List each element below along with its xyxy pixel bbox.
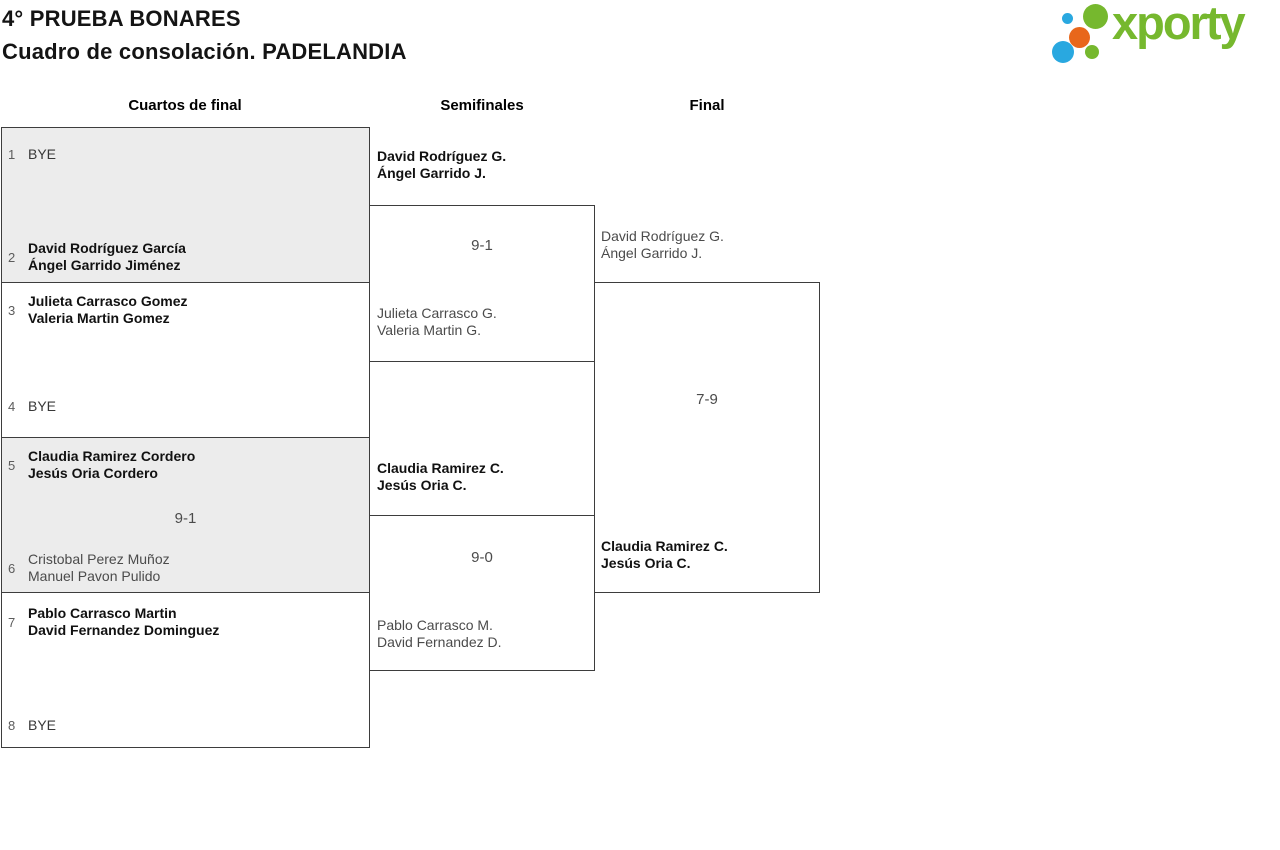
seed-number: 1 [8, 147, 16, 162]
player-name: Valeria Martin Gomez [28, 310, 170, 326]
team-name: Pablo Carrasco Martin David Fernandez Do… [28, 605, 219, 639]
team-slot-sf1-bottom: Julieta Carrasco G. Valeria Martin G. [377, 305, 497, 339]
team-name: Julieta Carrasco Gomez Valeria Martin Go… [28, 293, 188, 327]
team-name: Cristobal Perez Muñoz Manuel Pavon Pulid… [28, 551, 170, 585]
logo-dot-icon [1052, 41, 1074, 63]
bracket-subtitle: Cuadro de consolación. PADELANDIA [2, 39, 407, 64]
team-name: BYE [28, 146, 57, 162]
player-name: Claudia Ramirez C. [601, 538, 728, 554]
tournament-name: 4° PRUEBA BONARES [2, 6, 241, 31]
player-name: Valeria Martin G. [377, 322, 481, 338]
seed-number: 8 [8, 718, 16, 733]
seed-number: 5 [8, 457, 16, 473]
player-name: Jesús Oria Cordero [28, 465, 158, 481]
player-name: David Fernandez D. [377, 634, 502, 650]
match-score-final: 7-9 [696, 391, 718, 408]
seed-number: 7 [8, 614, 16, 630]
player-name: Claudia Ramirez Cordero [28, 448, 196, 464]
team-name: BYE [28, 717, 57, 733]
player-name: David Fernandez Dominguez [28, 622, 220, 638]
team-slot-sf2-top: Claudia Ramirez C. Jesús Oria C. [377, 460, 504, 494]
match-score-sf1: 9-1 [471, 237, 493, 254]
logo-dot-icon [1062, 13, 1073, 24]
xporty-logo-text: xporty [1112, 0, 1246, 49]
logo-dot-icon [1069, 27, 1090, 48]
match-box-qf1 [1, 127, 370, 283]
team-slot-qf3-bottom: 6 Cristobal Perez Muñoz Manuel Pavon Pul… [8, 551, 362, 585]
team-slot-sf1-top: David Rodríguez G. Ángel Garrido J. [377, 148, 506, 182]
match-box-qf3 [1, 437, 370, 593]
round-header-quarterfinals: Cuartos de final [128, 97, 242, 114]
player-name: Pablo Carrasco M. [377, 617, 493, 633]
team-slot-final-top: David Rodríguez G. Ángel Garrido J. [601, 228, 724, 262]
team-slot-sf2-bottom: Pablo Carrasco M. David Fernandez D. [377, 617, 502, 651]
seed-number: 3 [8, 302, 16, 318]
match-score-qf3: 9-1 [174, 510, 197, 527]
player-name: Julieta Carrasco G. [377, 305, 497, 321]
player-name: Jesús Oria C. [601, 555, 691, 571]
match-box-sf2 [369, 515, 595, 671]
match-score-sf2: 9-0 [471, 549, 493, 566]
team-slot-qf1-bottom: 2 David Rodríguez García Ángel Garrido J… [8, 240, 362, 274]
player-name: David Rodríguez G. [377, 148, 507, 164]
team-slot-final-bottom: Claudia Ramirez C. Jesús Oria C. [601, 538, 728, 572]
player-name: Pablo Carrasco Martin [28, 605, 177, 621]
player-name: Jesús Oria C. [377, 477, 467, 493]
team-slot-qf1-top: 1 BYE [8, 146, 362, 163]
team-name: Claudia Ramirez Cordero Jesús Oria Corde… [28, 448, 195, 482]
seed-number: 2 [8, 249, 16, 265]
team-slot-qf4-top: 7 Pablo Carrasco Martin David Fernandez … [8, 605, 362, 639]
player-name: Ángel Garrido Jiménez [28, 257, 181, 273]
seed-number: 4 [8, 399, 16, 414]
logo-dot-icon [1085, 45, 1099, 59]
team-slot-qf2-top: 3 Julieta Carrasco Gomez Valeria Martin … [8, 293, 362, 327]
player-name: Manuel Pavon Pulido [28, 568, 161, 584]
xporty-logo[interactable]: xporty [1048, 0, 1280, 70]
match-box-final [594, 282, 820, 593]
round-header-final: Final [689, 97, 725, 114]
seed-number: 6 [8, 560, 16, 576]
round-header-semifinals: Semifinales [440, 97, 524, 114]
player-name: Claudia Ramirez C. [377, 460, 504, 476]
player-name: Cristobal Perez Muñoz [28, 551, 170, 567]
logo-dot-icon [1083, 4, 1108, 29]
player-name: David Rodríguez García [28, 240, 186, 256]
player-name: Ángel Garrido J. [377, 165, 486, 181]
team-name: David Rodríguez García Ángel Garrido Jim… [28, 240, 186, 274]
team-slot-qf3-top: 5 Claudia Ramirez Cordero Jesús Oria Cor… [8, 448, 362, 482]
page-title: 4° PRUEBA BONARES Cuadro de consolación.… [2, 2, 407, 68]
team-slot-qf2-bottom: 4 BYE [8, 398, 362, 415]
player-name: David Rodríguez G. [601, 228, 724, 244]
team-name: BYE [28, 398, 57, 414]
player-name: Julieta Carrasco Gomez [28, 293, 188, 309]
team-slot-qf4-bottom: 8 BYE [8, 717, 362, 734]
player-name: Ángel Garrido J. [601, 245, 703, 261]
